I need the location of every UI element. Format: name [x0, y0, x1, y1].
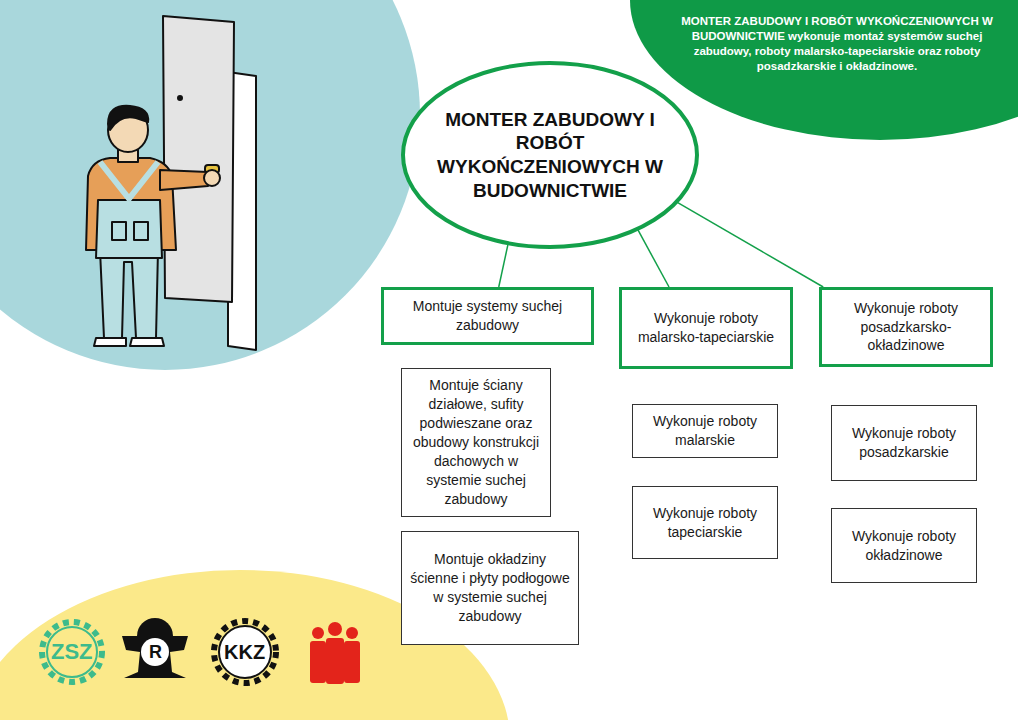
pocket [134, 222, 148, 240]
text-group: Wykonuje roboty malarsko-tapeciarskie [630, 309, 782, 347]
door [163, 16, 234, 302]
kkz-ring [219, 626, 271, 678]
kkz-gear [214, 621, 276, 683]
text-group: Wykonuje roboty tapeciarskie [639, 504, 771, 542]
zsz-gear [42, 622, 102, 682]
node-text: Wykonuje roboty posadzkarskie [838, 424, 970, 462]
text-group: Montuje ściany działowe, sufity podwiesz… [408, 376, 544, 508]
node-text: Wykonuje roboty tapeciarskie [639, 504, 771, 542]
ellipse-shape [403, 63, 697, 247]
pocket [112, 222, 126, 240]
node-text: Montuje systemy suchej zabudowy [392, 297, 583, 335]
task-box: Wykonuje roboty malarskie [632, 404, 778, 458]
text-group: Wykonuje roboty okładzinowe [838, 527, 970, 565]
r-gear [137, 618, 173, 636]
node-text: Wykonuje roboty malarsko-tapeciarskie [630, 309, 782, 347]
connector-line [637, 229, 669, 287]
task-box: Montuje okładziny ścienne i płyty podłog… [401, 531, 579, 645]
task-box: Wykonuje roboty posadzkarskie [831, 405, 977, 481]
connector [676, 202, 823, 287]
hand [204, 170, 220, 186]
category-box: Montuje systemy suchej zabudowy [381, 287, 594, 345]
node-text: Wykonuje roboty posadzkarsko-okładzinowe [830, 299, 982, 356]
text-group: Wykonuje roboty posadzkarsko-okładzinowe [830, 299, 982, 356]
people-icon [310, 622, 360, 684]
worker-illustration [86, 16, 256, 350]
node-text: Montuje okładziny ścienne i płyty podłog… [408, 550, 572, 626]
door-hole [178, 96, 182, 100]
legs [100, 250, 158, 338]
logo-text: KKZ [224, 642, 265, 662]
text-group: MONTER ZABUDOWY I ROBÓT WYKOŃCZENIOWYCH … [433, 108, 668, 203]
task-box: Wykonuje roboty tapeciarskie [632, 486, 778, 559]
node-text: Montuje ściany działowe, sufity podwiesz… [408, 376, 544, 508]
zsz-ring [47, 627, 97, 677]
connector [499, 243, 508, 287]
logos [42, 618, 360, 684]
connector-line [676, 202, 823, 287]
category-box: Wykonuje roboty malarsko-tapeciarskie [619, 287, 793, 369]
node-text: Wykonuje roboty malarskie [639, 412, 771, 450]
node-text: MONTER ZABUDOWY I ROBÓT WYKOŃCZENIOWYCH … [672, 14, 1002, 74]
title-ellipse: MONTER ZABUDOWY I ROBÓT WYKOŃCZENIOWYCH … [400, 60, 700, 250]
straps [100, 162, 158, 200]
hair [108, 106, 148, 130]
r-disc [141, 638, 169, 666]
blue-circle [0, 0, 420, 370]
node-text: Wykonuje roboty okładzinowe [838, 527, 970, 565]
text-group: Wykonuje roboty malarskie [639, 412, 771, 450]
text-group: Montuje systemy suchej zabudowy [392, 297, 583, 335]
feet [94, 338, 164, 346]
text-group: Wykonuje roboty posadzkarskie [838, 424, 970, 462]
text-group: Montuje okładziny ścienne i płyty podłog… [408, 550, 572, 626]
ellipse-outline [400, 60, 700, 250]
category-box: Wykonuje roboty posadzkarsko-okładzinowe [819, 287, 993, 367]
logo-text: R [149, 643, 162, 661]
arm [160, 170, 208, 190]
node-text: MONTER ZABUDOWY I ROBÓT WYKOŃCZENIOWYCH … [433, 108, 668, 203]
logo-text: ZSZ [51, 641, 93, 663]
task-box: Wykonuje roboty okładzinowe [831, 508, 977, 583]
connector-line [499, 243, 508, 287]
r-anvil [122, 636, 188, 678]
connector [637, 229, 669, 287]
summary-circle: MONTER ZABUDOWY I ROBÓT WYKOŃCZENIOWYCH … [630, 0, 1018, 140]
overalls [96, 200, 162, 258]
task-box: Montuje ściany działowe, sufity podwiesz… [401, 368, 551, 517]
